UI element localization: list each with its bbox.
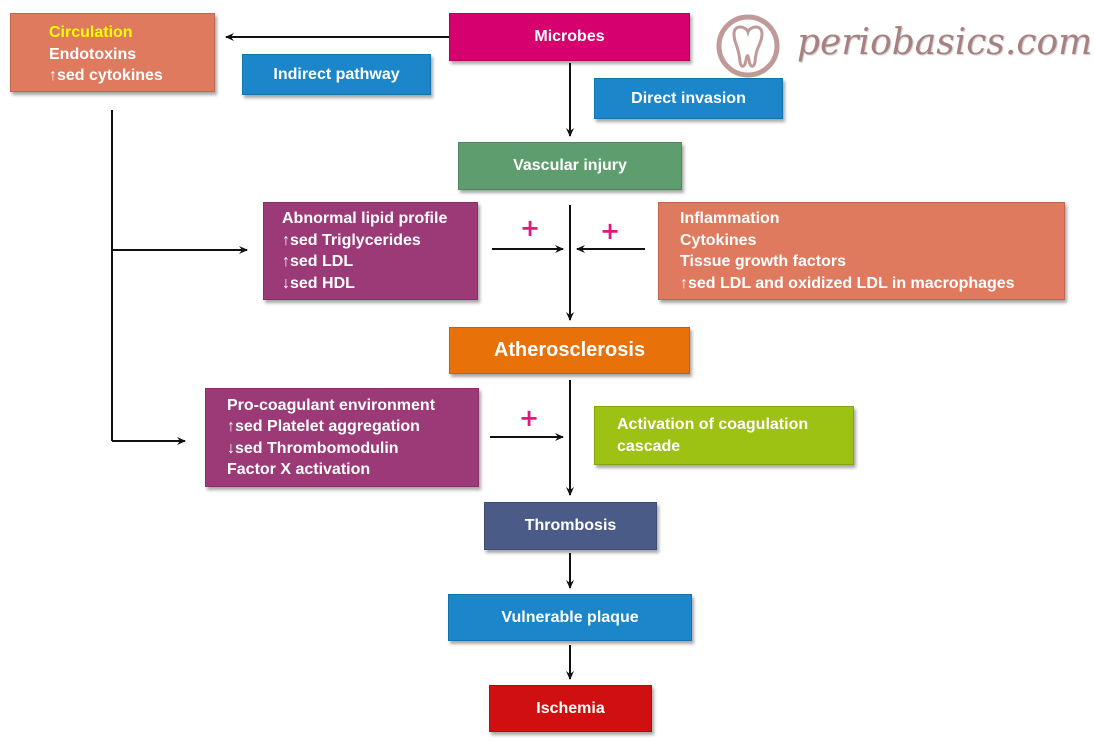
plus-sign: + (520, 214, 541, 242)
vascular-injury-label: Vascular injury (513, 157, 627, 174)
vulnerable-plaque-label: Vulnerable plaque (501, 608, 639, 626)
lipid-line: Abnormal lipid profile (282, 210, 448, 227)
procoagulant-line: Factor X activation (227, 461, 371, 478)
circulation-line: Endotoxins (49, 45, 137, 63)
circulation-title: Circulation (49, 24, 133, 41)
atherosclerosis-label: Atherosclerosis (493, 339, 646, 361)
thrombosis-label: Thrombosis (524, 517, 617, 534)
node-microbes: Microbes (449, 13, 690, 61)
node-procoagulant: Pro-coagulant environment ↑sed Platelet … (205, 388, 479, 487)
lipid-line: ↑sed Triglycerides (282, 231, 421, 249)
ischemia-label: Ischemia (536, 699, 605, 717)
node-circulation: Circulation Endotoxins ↑sed cytokines (10, 13, 215, 92)
node-atherosclerosis: Atherosclerosis (449, 327, 690, 374)
node-vulnerable-plaque: Vulnerable plaque (448, 594, 692, 641)
node-lipid-profile: Abnormal lipid profile ↑sed Triglyceride… (263, 202, 478, 300)
inflammation-line: ↑sed LDL and oxidized LDL in macrophages (680, 274, 1015, 292)
coagulation-line: cascade (617, 437, 681, 455)
procoagulant-line: ↓sed Thrombomodulin (227, 439, 399, 457)
node-inflammation: Inflammation Cytokines Tissue growth fac… (658, 202, 1065, 300)
node-microbes-label: Microbes (534, 28, 605, 45)
lipid-line: ↓sed HDL (282, 274, 355, 292)
inflammation-line: Tissue growth factors (680, 253, 846, 270)
circulation-line: ↑sed cytokines (49, 67, 163, 84)
indirect-pathway-label: Indirect pathway (273, 65, 400, 83)
inflammation-line: Cytokines (680, 231, 757, 249)
node-thrombosis: Thrombosis (484, 502, 657, 550)
lipid-line: ↑sed LDL (282, 253, 354, 270)
logo-text: periobasics.com (797, 22, 1093, 63)
procoagulant-line: Pro-coagulant environment (227, 396, 436, 414)
inflammation-line: Inflammation (680, 210, 780, 227)
node-indirect-pathway: Indirect pathway (242, 54, 431, 95)
node-ischemia: Ischemia (489, 685, 652, 732)
node-vascular-injury: Vascular injury (458, 142, 682, 190)
plus-sign: + (519, 404, 540, 432)
node-coagulation-cascade: Activation of coagulation cascade (594, 406, 854, 465)
plus-sign: + (600, 217, 621, 245)
procoagulant-line: ↑sed Platelet aggregation (227, 418, 420, 435)
node-direct-invasion: Direct invasion (594, 78, 783, 119)
direct-invasion-label: Direct invasion (631, 89, 746, 107)
coagulation-line: Activation of coagulation (617, 416, 809, 433)
tooth-logo-icon (716, 14, 780, 78)
